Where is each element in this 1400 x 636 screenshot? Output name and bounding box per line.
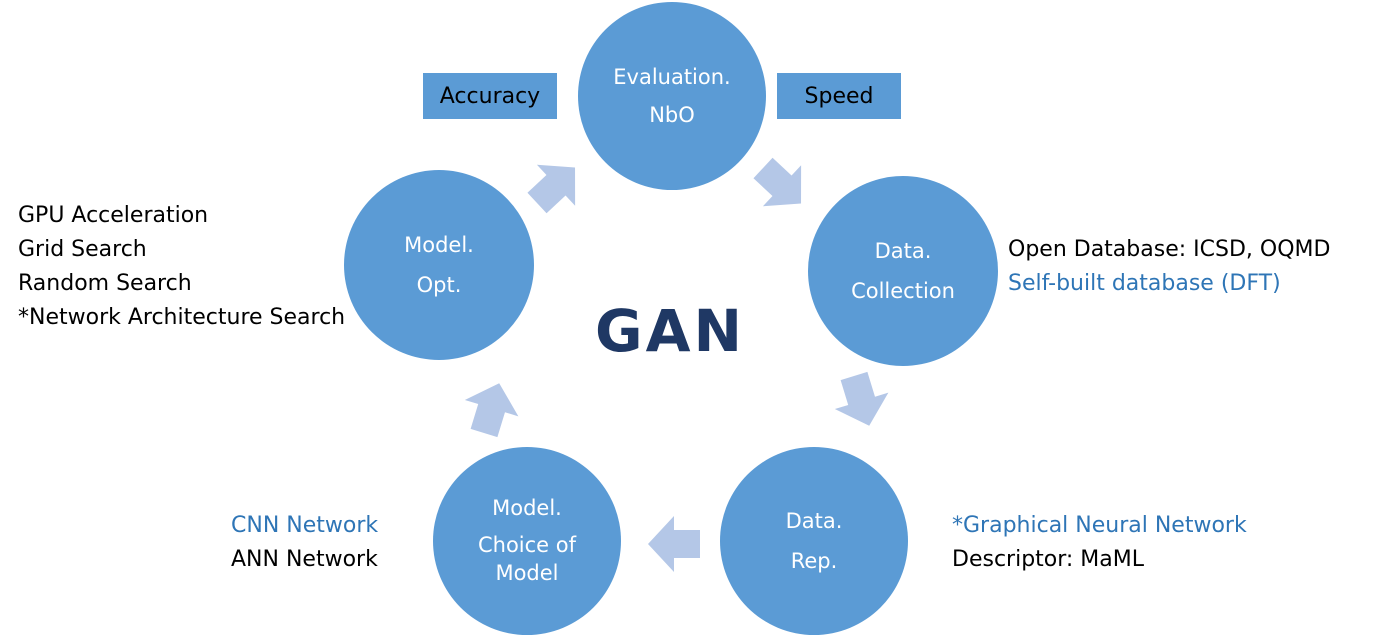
notes-representation-line1: *Graphical Neural Network [952, 513, 1247, 538]
notes-collection-line1: Open Database: ICSD, OQMD [1008, 237, 1331, 262]
arrow-icon-model-to-opt [464, 383, 519, 438]
node-evaluation-line1: Evaluation. [613, 64, 731, 89]
center-title: GAN [594, 297, 746, 365]
notes-representation-line2: Descriptor: MaML [952, 547, 1145, 572]
node-model-choice-line1: Model. [492, 496, 562, 521]
arrow-icon-eval-to-collection [753, 157, 802, 207]
notes-model-line1: CNN Network [231, 513, 379, 538]
notes-optimization: GPU Acceleration Grid Search Random Sear… [18, 199, 345, 335]
node-data-rep: Data. Rep. [720, 447, 908, 635]
node-data-collection: Data. Collection [808, 176, 998, 366]
node-data-rep-line1: Data. [785, 508, 843, 533]
notes-collection-line2: Self-built database (DFT) [1008, 271, 1281, 296]
notes-collection: Open Database: ICSD, OQMD Self-built dat… [1008, 233, 1330, 301]
node-data-rep-line2: Rep. [790, 549, 838, 573]
node-model-choice-line3: Model [495, 561, 559, 586]
notes-model: CNN Network ANN Network [231, 509, 378, 577]
arrow-icon-rep-to-model [648, 516, 700, 572]
notes-optimization-line2: Grid Search [18, 237, 147, 262]
notes-model-line2: ANN Network [231, 547, 378, 572]
notes-optimization-line4: *Network Architecture Search [18, 305, 346, 330]
node-model-opt-line2: Opt. [416, 273, 462, 297]
notes-representation: *Graphical Neural Network Descriptor: Ma… [952, 509, 1247, 577]
node-model-choice-line2: Choice of [477, 532, 577, 557]
node-data-collection-line2: Collection [851, 279, 955, 303]
arrow-icon-collection-to-rep [834, 371, 889, 426]
node-data-collection-line1: Data. [874, 238, 932, 263]
node-model-opt-line1: Model. [404, 232, 474, 257]
tag-speed: Speed [777, 73, 901, 119]
notes-optimization-line3: Random Search [18, 271, 192, 296]
arrow-icon-opt-to-eval [527, 164, 576, 214]
node-evaluation-line2: NbO [649, 103, 695, 127]
node-model-choice: Model. Choice of Model [433, 447, 621, 635]
tag-accuracy: Accuracy [423, 73, 557, 119]
node-evaluation: Evaluation. NbO [578, 2, 766, 190]
node-model-opt: Model. Opt. [344, 170, 534, 360]
notes-optimization-line1: GPU Acceleration [18, 203, 209, 228]
